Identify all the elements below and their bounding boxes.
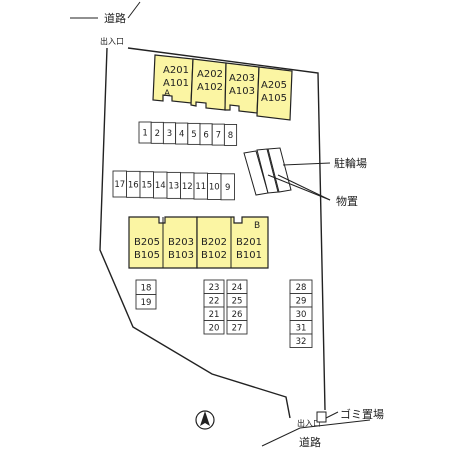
parking-space-15-label: 15 — [141, 181, 152, 191]
parking-space-6-label: 6 — [203, 130, 208, 140]
bike-storage-area: 駐輪場 物置 — [243, 147, 367, 208]
bike-rack-2 — [256, 148, 279, 194]
unit-a101: A101 — [163, 78, 189, 89]
parking-space-10-label: 10 — [209, 182, 220, 192]
parking-space-25-label: 25 — [232, 296, 243, 306]
bottom-road-edge — [261, 419, 371, 447]
unit-b103: B103 — [168, 250, 194, 261]
parking-space-32 — [289, 333, 313, 348]
parking-space-24-label: 24 — [232, 283, 243, 293]
north-arrow-icon — [195, 410, 215, 430]
unit-a202: A202 — [197, 69, 223, 80]
unit-b202: B202 — [201, 237, 227, 248]
unit-a201: A201 — [163, 65, 189, 76]
bottom-road-label: 道路 — [299, 435, 321, 449]
parking-space-22-label: 22 — [209, 296, 220, 306]
building-a: A201 A101 A A202 A102 A203 A103 A205 A10… — [152, 54, 293, 121]
parking-space-32-label: 32 — [296, 337, 307, 347]
building-b: B B205 B105 B203 B103 B202 B102 B201 B10… — [128, 216, 269, 269]
top-road-label: 道路 — [104, 11, 126, 25]
parking-space-12-label: 12 — [182, 182, 193, 192]
unit-b201: B201 — [236, 237, 262, 248]
unit-a203: A203 — [229, 73, 255, 84]
unit-a103: A103 — [229, 86, 255, 97]
parking-space-30-label: 30 — [296, 310, 307, 320]
parking-space-21-label: 21 — [209, 310, 220, 320]
bottom-entrance-label: 出入口 — [297, 418, 321, 428]
unit-a205-a105 — [256, 66, 293, 121]
unit-a205: A205 — [261, 80, 287, 91]
parking-space-29-label: 29 — [296, 296, 307, 306]
parking-space-5-label: 5 — [191, 130, 196, 140]
bike-parking-leader — [282, 162, 331, 166]
parking-column-24-27: 24 25 26 27 — [226, 279, 248, 335]
parking-space-1-label: 1 — [142, 129, 147, 139]
parking-space-20-label: 20 — [209, 323, 220, 333]
parking-space-23-label: 23 — [209, 283, 220, 293]
parking-space-8 — [223, 123, 238, 146]
garbage-label: ゴミ置場 — [340, 407, 384, 421]
parking-space-16-label: 16 — [128, 180, 139, 190]
building-b-right — [196, 216, 269, 269]
site-boundary-east — [127, 47, 326, 411]
parking-space-18-label: 18 — [141, 283, 152, 293]
parking-space-27-label: 27 — [232, 323, 243, 333]
unit-b205: B205 — [134, 237, 160, 248]
parking-space-31-label: 31 — [296, 323, 307, 333]
storage-label: 物置 — [336, 194, 358, 208]
parking-space-13-label: 13 — [168, 181, 179, 191]
building-b-dividers — [162, 217, 232, 268]
parking-column-20-23: 23 22 21 20 — [203, 279, 225, 335]
parking-space-7-label: 7 — [216, 131, 221, 141]
parking-space-14-label: 14 — [155, 181, 166, 191]
unit-a102: A102 — [197, 82, 223, 93]
parking-space-3-label: 3 — [167, 129, 172, 139]
parking-space-8-label: 8 — [228, 131, 233, 141]
unit-b102: B102 — [201, 250, 227, 261]
parking-space-17-label: 17 — [114, 180, 125, 190]
building-b-label: B — [254, 221, 260, 231]
parking-space-9 — [220, 173, 235, 201]
unit-a105: A105 — [261, 93, 287, 104]
unit-b203: B203 — [168, 237, 194, 248]
top-entrance-label: 出入口 — [100, 36, 124, 46]
parking-space-11-label: 11 — [195, 182, 206, 192]
storage-leader-2 — [277, 174, 331, 201]
bike-parking-label: 駐輪場 — [334, 156, 367, 170]
parking-space-28-label: 28 — [296, 283, 307, 293]
parking-space-19-label: 19 — [141, 298, 152, 308]
building-a-label: A — [164, 89, 171, 99]
unit-b101: B101 — [236, 250, 262, 261]
parking-space-27 — [226, 320, 248, 335]
parking-space-19 — [135, 294, 157, 310]
parking-space-4-label: 4 — [179, 130, 184, 140]
top-road-right — [127, 1, 141, 19]
site-boundary-west — [99, 47, 291, 419]
parking-space-9-label: 9 — [225, 183, 230, 193]
parking-space-20 — [203, 320, 225, 335]
storage-leader-1 — [267, 174, 331, 201]
parking-space-26-label: 26 — [232, 310, 243, 320]
parking-space-2-label: 2 — [155, 129, 160, 139]
unit-b105: B105 — [134, 250, 160, 261]
parking-column-28-32: 28 29 30 31 32 — [289, 279, 313, 348]
garbage-leader — [325, 411, 339, 419]
garbage-box — [316, 411, 327, 423]
